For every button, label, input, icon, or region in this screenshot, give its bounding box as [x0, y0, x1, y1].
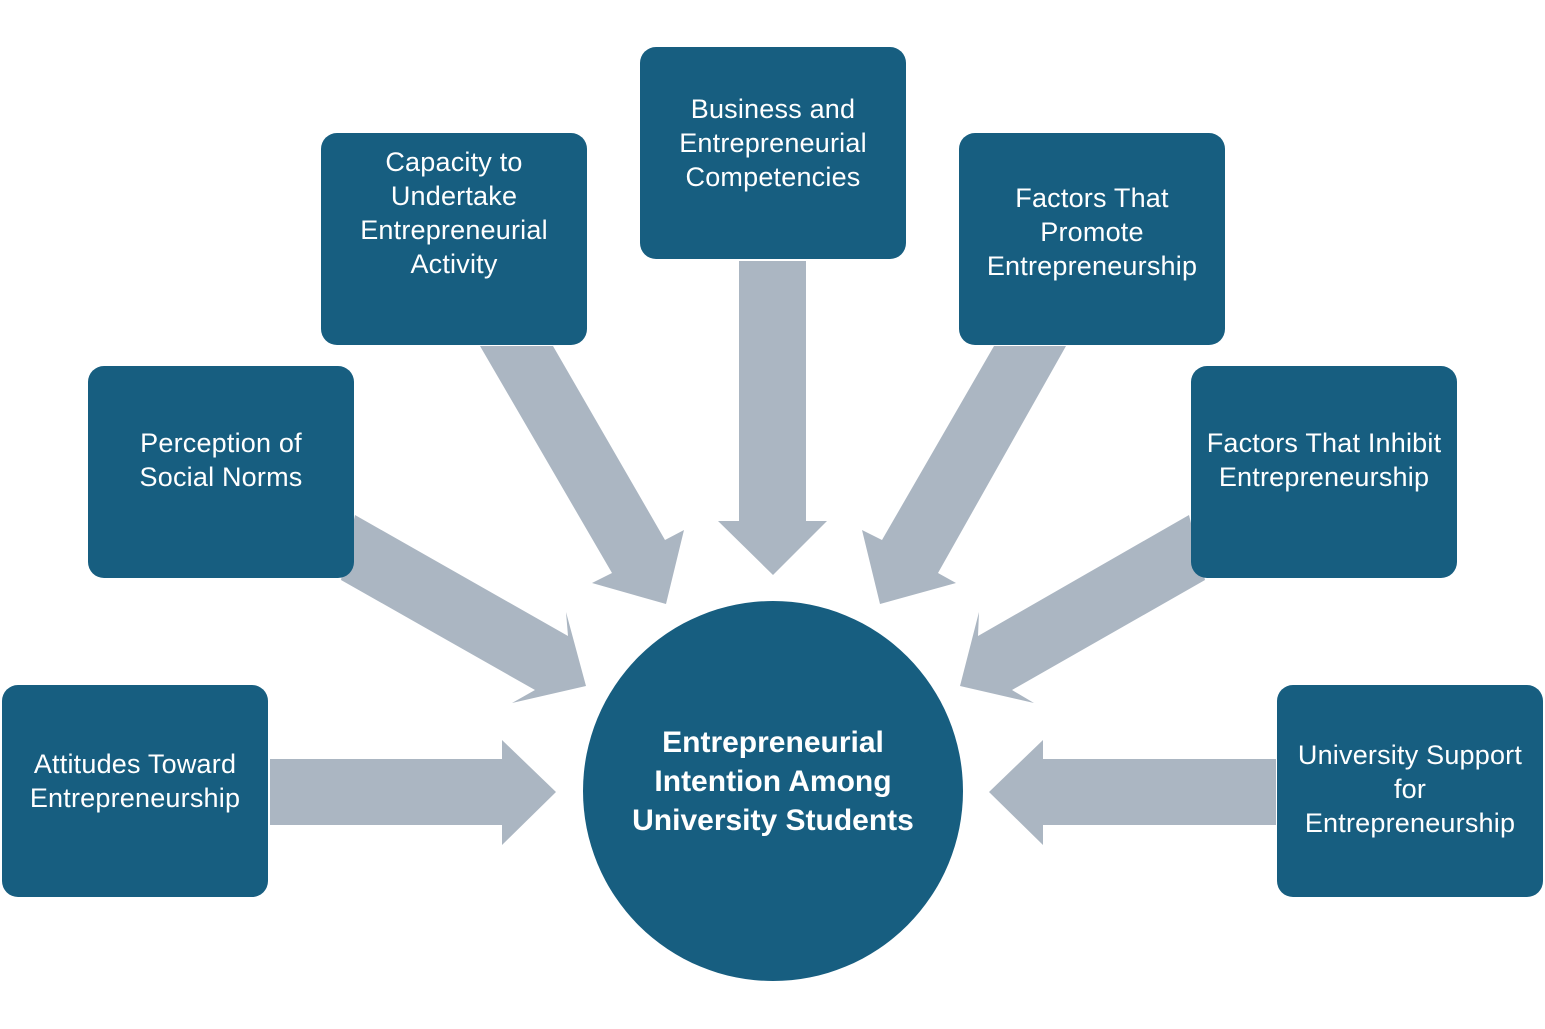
factor-promote-box: Factors That Promote Entrepreneurship — [959, 133, 1225, 345]
center-label: Entrepreneurial Intention Among Universi… — [632, 725, 914, 837]
arrow-inhibit — [960, 515, 1205, 703]
arrow-norms — [341, 515, 586, 703]
factor-attitudes-box: Attitudes Toward Entrepreneurship — [2, 685, 268, 897]
factor-attitudes-label: Attitudes Toward Entrepreneurship — [29, 749, 241, 813]
factor-inhibit-label: Factors That Inhibit Entrepreneurship — [1206, 428, 1442, 492]
arrow-promote — [862, 346, 1066, 604]
factor-business-box: Business and Entrepreneurial Competencie… — [640, 47, 906, 259]
arrow-capacity — [480, 346, 684, 604]
factor-university-label: University Support for Entrepreneurship — [1297, 740, 1523, 838]
arrow-attitudes — [270, 740, 556, 845]
factor-business-label: Business and Entrepreneurial Competencie… — [679, 94, 867, 192]
factor-university-box: University Support for Entrepreneurship — [1277, 685, 1543, 897]
arrow-university — [989, 740, 1276, 845]
factor-capacity-label: Capacity to Undertake Entrepreneurial Ac… — [360, 147, 548, 279]
factor-promote-label: Factors That Promote Entrepreneurship — [986, 183, 1198, 281]
center-circle: Entrepreneurial Intention Among Universi… — [583, 601, 963, 981]
factor-capacity-box: Capacity to Undertake Entrepreneurial Ac… — [321, 133, 587, 345]
arrow-business — [718, 261, 827, 575]
factor-norms-box: Perception of Social Norms — [88, 366, 354, 578]
factor-norms-label: Perception of Social Norms — [139, 428, 303, 492]
factor-inhibit-box: Factors That Inhibit Entrepreneurship — [1191, 366, 1457, 578]
